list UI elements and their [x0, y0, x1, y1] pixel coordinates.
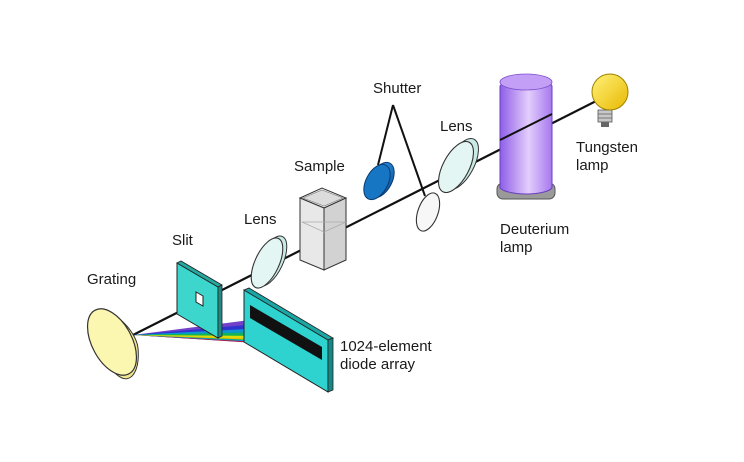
label-diode-array-line-2: diode array [340, 356, 416, 373]
grating-icon [86, 308, 139, 380]
slit-icon [176, 260, 223, 339]
label-lens-left: Lens [244, 211, 277, 228]
label-sample: Sample [294, 158, 345, 175]
tungsten-lamp-icon [591, 73, 629, 127]
shutter-icon [363, 104, 441, 232]
label-tungsten-lamp: Tungsten lamp [576, 139, 638, 175]
label-deuterium-lamp-line-1: Deuterium [500, 221, 570, 238]
label-diode-array-line-1: 1024-element [340, 338, 432, 355]
lens-left-icon [250, 235, 288, 289]
label-lens-right: Lens [440, 118, 473, 135]
diode-array-icon [243, 287, 334, 393]
label-deuterium-lamp-line-2: lamp [500, 239, 533, 256]
label-tungsten-lamp-line-1: Tungsten [576, 139, 638, 156]
label-tungsten-lamp-line-2: lamp [576, 157, 609, 174]
label-deuterium-lamp: Deuterium lamp [500, 221, 569, 257]
lens-right-icon [437, 138, 479, 194]
label-diode-array: 1024-element diode array [340, 338, 432, 374]
label-shutter: Shutter [373, 80, 422, 97]
label-slit: Slit [172, 232, 193, 249]
label-grating: Grating [87, 271, 137, 288]
sample-cuvette-icon [298, 187, 348, 271]
deuterium-lamp-icon [496, 73, 556, 200]
